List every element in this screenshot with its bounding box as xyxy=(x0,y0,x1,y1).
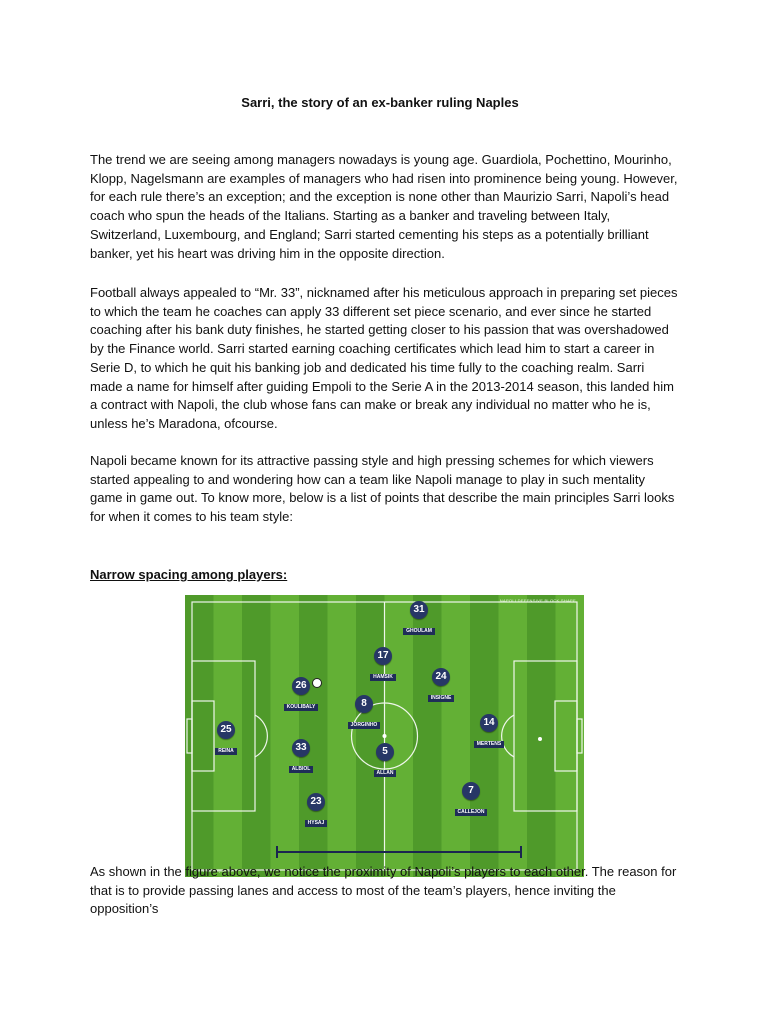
paragraph-figure-explanation: As shown in the figure above, we notice … xyxy=(90,864,677,917)
player-name: REINA xyxy=(215,748,237,755)
grass-stripe xyxy=(299,595,328,877)
paragraph-mr-33: Football always appealed to “Mr. 33”, ni… xyxy=(90,285,678,431)
player-jorginho: 8 JORGINHO xyxy=(334,693,394,731)
player-insigne: 24 INSIGNE xyxy=(411,666,471,704)
player-name: KOULIBALY xyxy=(283,704,319,711)
player-number: 25 xyxy=(217,721,235,739)
player-number: 31 xyxy=(410,601,428,619)
penalty-spot xyxy=(538,737,542,741)
pitch-lines xyxy=(186,601,583,871)
player-name: ALLAN xyxy=(373,770,397,777)
player-hysaj: 23 HYSAJ xyxy=(286,791,346,829)
player-name: CALLEJON xyxy=(454,809,488,816)
player-reina: 25 REINA xyxy=(196,719,256,757)
player-name: ALBIOL xyxy=(288,766,314,773)
player-callejon: 7 CALLEJON xyxy=(441,780,501,818)
player-number: 33 xyxy=(292,739,310,757)
player-name: HYSAJ xyxy=(304,820,328,827)
player-name: HAMSIK xyxy=(370,674,396,681)
player-name: GHOULAM xyxy=(403,628,435,635)
player-albiol: 33 ALBIOL xyxy=(271,737,331,775)
centre-spot xyxy=(382,734,387,738)
player-number: 5 xyxy=(376,743,394,761)
grass-stripe xyxy=(384,595,414,877)
player-name: JORGINHO xyxy=(347,722,381,729)
grass-stripe xyxy=(555,595,584,877)
player-hamsik: 17 HAMSIK xyxy=(353,645,413,683)
paragraph-napoli-style: Napoli became known for its attractive p… xyxy=(90,453,675,525)
player-number: 26 xyxy=(292,677,310,695)
section-heading-narrow-spacing: Narrow spacing among players: xyxy=(90,567,288,582)
grass-stripe xyxy=(498,595,528,877)
player-number: 24 xyxy=(432,668,450,686)
grass-stripe xyxy=(185,595,214,877)
grass-stripe xyxy=(356,595,385,877)
player-allan: 5 ALLAN xyxy=(355,741,415,779)
grass-stripe xyxy=(527,595,556,877)
player-number: 23 xyxy=(307,793,325,811)
grass-stripe xyxy=(441,595,471,877)
player-number: 14 xyxy=(480,714,498,732)
player-number: 17 xyxy=(374,647,392,665)
formation-figure: NAPOLI DEFENSIVE BLOCK SHAPE www.tactica… xyxy=(185,595,584,877)
ball-icon xyxy=(312,678,322,688)
player-number: 7 xyxy=(462,782,480,800)
pitch-credit: www.tacticalpad.com xyxy=(197,868,235,873)
grass-stripe xyxy=(270,595,300,877)
paragraph-intro: The trend we are seeing among managers n… xyxy=(90,152,678,261)
grass-stripe xyxy=(327,595,357,877)
player-number: 8 xyxy=(355,695,373,713)
grass-stripe xyxy=(470,595,499,877)
football-pitch xyxy=(185,595,584,877)
width-span-bar xyxy=(276,846,522,858)
player-name: MERTENS xyxy=(473,741,505,748)
document-title: Sarri, the story of an ex-banker ruling … xyxy=(241,95,519,110)
pitch-title: NAPOLI DEFENSIVE BLOCK SHAPE xyxy=(499,598,576,603)
player-name: INSIGNE xyxy=(427,695,455,702)
grass-stripe xyxy=(242,595,271,877)
player-mertens: 14 MERTENS xyxy=(459,712,519,750)
player-ghoulam: 31 GHOULAM xyxy=(389,599,449,637)
player-koulibaly: 26 KOULIBALY xyxy=(271,675,331,713)
